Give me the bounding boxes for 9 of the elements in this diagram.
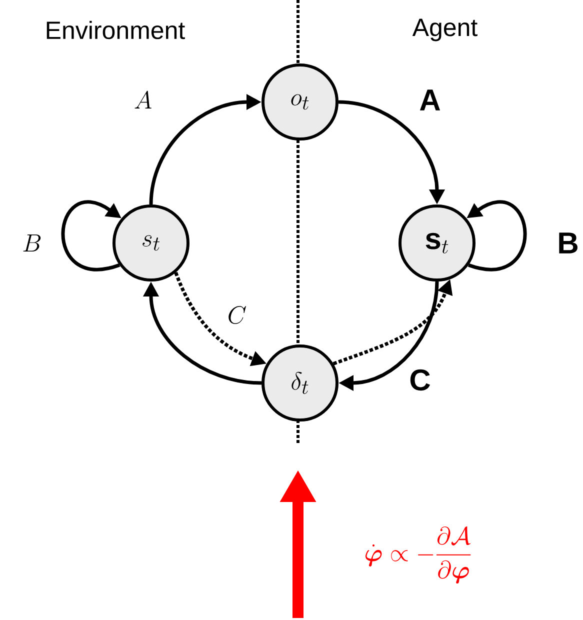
edge-label: $\mathbf{B}$ (556, 232, 580, 254)
heading: Environment (46, 20, 185, 40)
heading: Agent (412, 18, 478, 42)
edge-label: $B$ (21, 234, 43, 252)
edge-label: $A$ (132, 90, 154, 110)
edge-label: $\mathbf{C}$ (408, 368, 432, 392)
edge-label: $C$ (226, 306, 248, 324)
formula: $\dot{\boldsymbol{\varphi}} \propto -\frac{\partial \mathcal{A}}{\partial \boldsymbol{\varphi}}$ (366, 526, 471, 584)
edge-label: $\mathbf{A}$ (418, 88, 442, 112)
